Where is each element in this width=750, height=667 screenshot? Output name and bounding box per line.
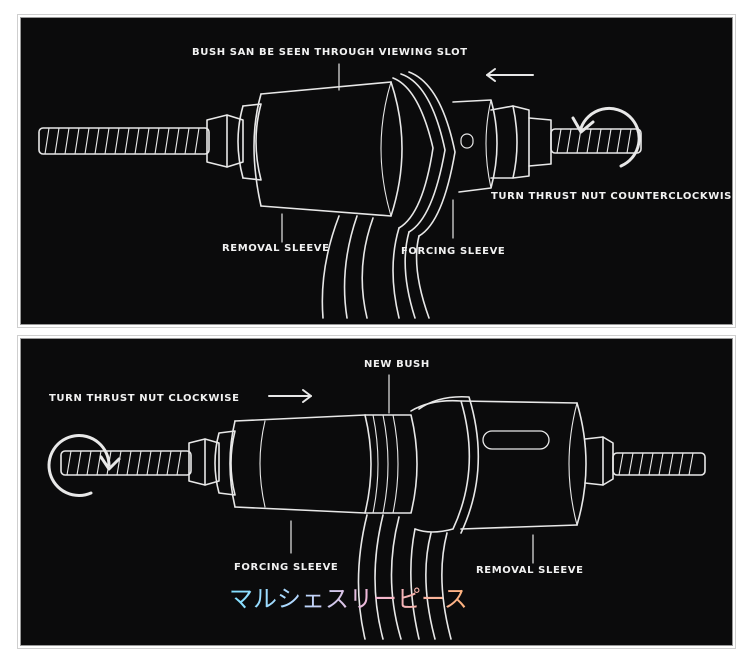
counterclockwise-arrow-icon <box>571 106 641 168</box>
thrust-nut-right <box>584 436 614 486</box>
clockwise-arrow-icon <box>47 434 121 497</box>
leader-lines <box>290 374 534 564</box>
forcing-sleeve-label: FORCING SLEEVE <box>401 246 506 257</box>
forcing-sleeve-drawing <box>229 414 372 514</box>
forcing-sleeve-label: FORCING SLEEVE <box>234 562 339 573</box>
removal-diagram-drawing <box>38 63 642 319</box>
hex-nut-left <box>206 114 244 168</box>
removal-sleeve-label: REMOVAL SLEEVE <box>476 565 584 576</box>
turn-clockwise-label: TURN THRUST NUT CLOCKWISE <box>49 393 240 404</box>
new-bush-label: NEW BUSH <box>364 359 430 370</box>
threaded-rod-left <box>60 450 192 476</box>
threaded-rod-left <box>38 127 210 155</box>
installation-diagram-panel: NEW BUSH TURN THRUST NUT CLOCKWISE FORCI… <box>18 336 735 648</box>
removal-sleeve-drawing <box>253 81 403 217</box>
removal-diagram-panel: BUSH SAN BE SEEN THROUGH VIEWING SLOT TU… <box>18 15 735 327</box>
thrust-nut-right <box>490 105 552 179</box>
arrow-left-icon <box>486 68 534 82</box>
removal-sleeve-label: REMOVAL SLEEVE <box>222 243 330 254</box>
washer-left <box>214 430 236 496</box>
leader-lines <box>281 63 454 243</box>
washer-left <box>237 103 262 181</box>
threaded-rod-right <box>550 128 642 154</box>
arrow-right-icon <box>268 389 312 403</box>
threaded-rod-right <box>612 452 706 476</box>
removal-sleeve-body <box>460 400 587 530</box>
new-bush-drawing <box>364 414 418 514</box>
removal-sleeve-flange <box>357 395 480 640</box>
viewing-slot-label: BUSH SAN BE SEEN THROUGH VIEWING SLOT <box>192 47 468 58</box>
shop-watermark: マルシェスリーピース <box>229 579 468 614</box>
turn-counterclockwise-label: TURN THRUST NUT COUNTERCLOCKWISE <box>491 191 733 202</box>
installation-diagram-drawing <box>47 374 706 640</box>
forcing-sleeve-flange <box>321 71 456 319</box>
hex-nut-left <box>188 438 220 486</box>
forcing-sleeve-body <box>452 99 498 193</box>
